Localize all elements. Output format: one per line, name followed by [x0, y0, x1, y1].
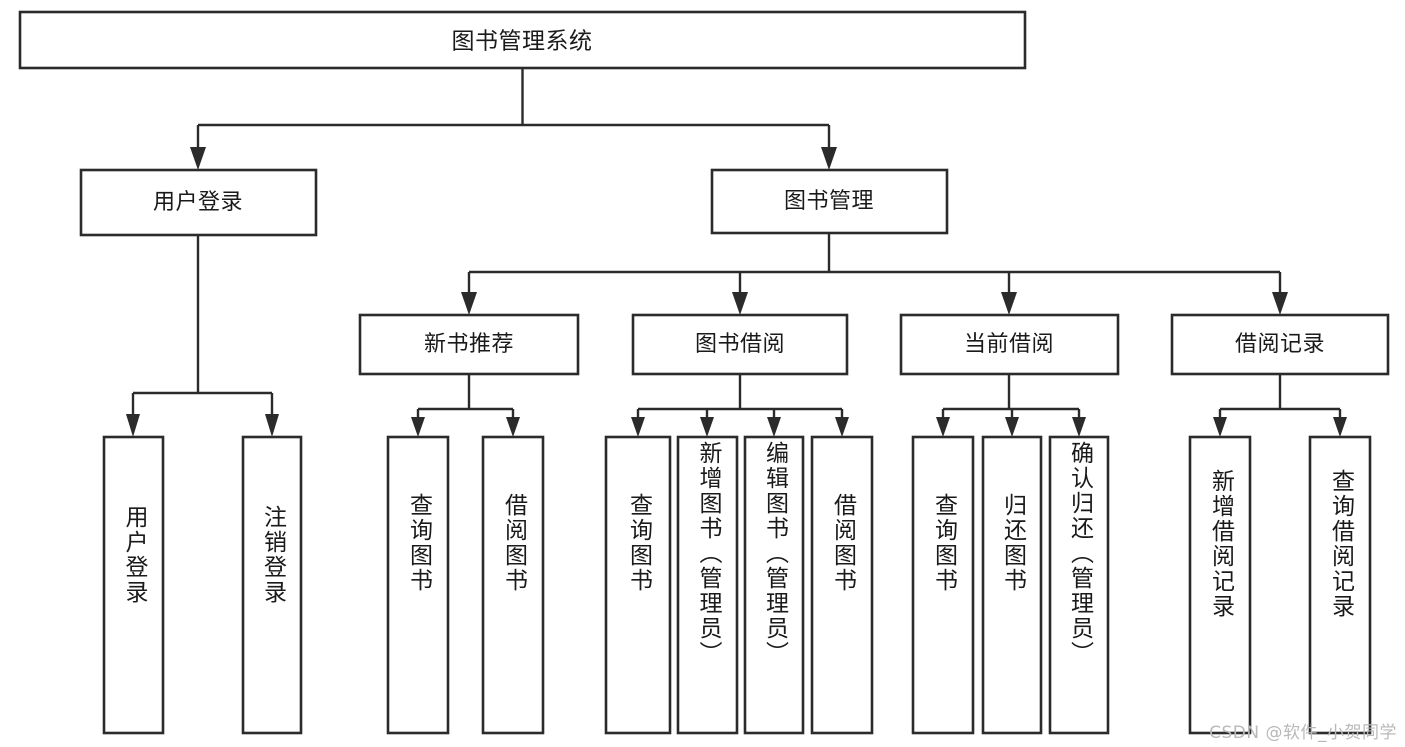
leaf-box-edit-book-admin[interactable] [743, 435, 805, 735]
arrow-head-icon [506, 417, 520, 437]
watermark-text: CSDN @软件_小贺同学 [1209, 723, 1397, 743]
arrow-head-icon [461, 292, 477, 315]
node-book-management-label: 图书管理 [784, 189, 874, 214]
node-user-login[interactable]: 用户登录 [79, 168, 318, 237]
arrow-head-icon [1005, 417, 1019, 437]
node-user-login-box[interactable] [79, 168, 318, 237]
node-book-borrow-box[interactable] [631, 313, 849, 376]
arrow-head-icon [1272, 292, 1288, 315]
leaf-box-confirm-return-admin[interactable] [1048, 435, 1110, 735]
node-root[interactable]: 图书管理系统 [18, 10, 1027, 70]
node-root-label: 图书管理系统 [452, 29, 593, 55]
leaf-box-user-login[interactable] [102, 435, 165, 735]
leaf-box-query-book-newbook[interactable] [386, 435, 450, 735]
arrow-head-icon [1001, 292, 1017, 315]
node-user-login-label: 用户登录 [153, 190, 243, 215]
node-book-management[interactable]: 图书管理 [710, 168, 949, 235]
node-new-book-recommend[interactable]: 新书推荐 [358, 313, 580, 376]
arrow-head-icon [265, 414, 279, 437]
connector-group-borrow [631, 374, 849, 437]
connector-group-newbook [411, 374, 520, 437]
node-current-borrow[interactable]: 当前借阅 [899, 313, 1120, 376]
arrow-head-icon [821, 147, 837, 170]
arrow-head-icon [767, 417, 781, 437]
connector-group-login [126, 235, 279, 437]
node-new-book-recommend-box[interactable] [358, 313, 580, 376]
leaf-box-query-book-current[interactable] [911, 435, 975, 735]
node-book-borrow-label: 图书借阅 [695, 332, 785, 357]
node-borrow-record-label: 借阅记录 [1235, 332, 1325, 357]
leaf-box-query-borrow-record[interactable] [1308, 435, 1372, 735]
arrow-head-icon [1072, 417, 1086, 437]
arrow-head-icon [835, 417, 849, 437]
arrow-head-icon [190, 147, 206, 170]
arrow-head-icon [1333, 417, 1347, 437]
arrow-head-icon [732, 292, 748, 315]
leaf-box-add-borrow-record[interactable] [1188, 435, 1252, 735]
node-current-borrow-box[interactable] [899, 313, 1120, 376]
node-book-borrow[interactable]: 图书借阅 [631, 313, 849, 376]
connector-group-bookmgmt [461, 233, 1288, 315]
connector-group-root [190, 68, 837, 170]
arrow-head-icon [631, 417, 645, 437]
leaf-box-add-book-admin[interactable] [676, 435, 739, 735]
arrow-head-icon [1213, 417, 1227, 437]
leaf-box-logout[interactable] [241, 435, 303, 735]
leaf-box-borrow-book[interactable] [810, 435, 874, 735]
node-new-book-recommend-label: 新书推荐 [424, 332, 514, 357]
arrow-head-icon [411, 417, 425, 437]
leaf-box-return-book[interactable] [981, 435, 1043, 735]
node-current-borrow-label: 当前借阅 [964, 332, 1054, 357]
arrow-head-icon [936, 417, 950, 437]
node-root-box[interactable] [18, 10, 1027, 70]
node-book-management-box[interactable] [710, 168, 949, 235]
arrow-head-icon [700, 417, 714, 437]
leaf-box-borrow-book-newbook[interactable] [481, 435, 545, 735]
leaf-box-query-book-borrow[interactable] [604, 435, 672, 735]
node-borrow-record[interactable]: 借阅记录 [1170, 313, 1390, 376]
connector-group-record [1213, 374, 1347, 437]
node-borrow-record-box[interactable] [1170, 313, 1390, 376]
arrow-head-icon [126, 414, 140, 437]
connector-group-current [936, 374, 1086, 437]
